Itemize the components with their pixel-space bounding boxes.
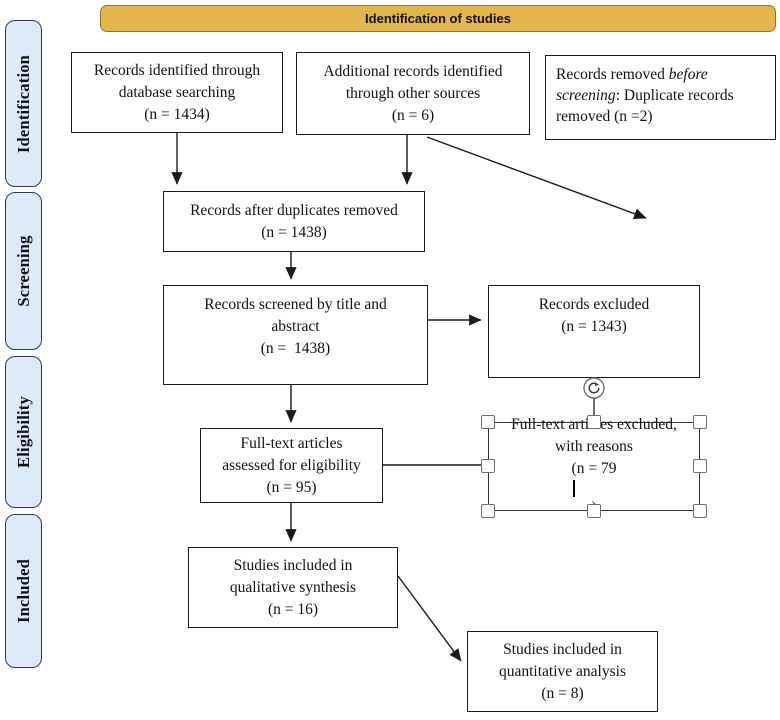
box-text-line: database searching (118, 83, 236, 101)
box-text-line: Records screened by title and (204, 296, 387, 313)
box-text-line: Studies included in (233, 556, 353, 574)
box-additional-records[interactable]: Additional records identified through ot… (296, 52, 530, 135)
resize-handle-middle-left[interactable] (481, 459, 495, 473)
box-records-removed-before-screening[interactable]: Records removed before screening: Duplic… (545, 55, 776, 140)
rotate-handle[interactable] (583, 377, 605, 399)
box-text-line: (n = 95) (266, 478, 317, 496)
box-records-excluded[interactable]: Records excluded (n = 1343) (488, 285, 700, 378)
box-text-line: (n = 8) (541, 684, 584, 702)
banner-identification-of-studies[interactable]: Identification of studies (100, 5, 776, 32)
box-text-line: (n = 6) (391, 106, 435, 124)
resize-handle-bottom-middle[interactable] (587, 504, 601, 518)
box-fulltext-excluded-selected[interactable]: Full-text articles excluded, with reason… (488, 416, 700, 516)
resize-handle-top-left[interactable] (481, 415, 495, 429)
box-after-duplicates-removed[interactable]: Records after duplicates removed (n = 14… (163, 191, 425, 252)
box-records-identified[interactable]: Records identified through database sear… (71, 52, 283, 133)
box-text-line: Records excluded (538, 296, 650, 313)
box-qualitative-synthesis[interactable]: Studies included in qualitative synthesi… (188, 547, 398, 628)
box-text-line: Records after duplicates removed (190, 201, 398, 219)
resize-handle-top-middle[interactable] (587, 415, 601, 429)
resize-handle-middle-right[interactable] (693, 459, 707, 473)
box-text-segment: Records removed (556, 66, 669, 83)
arrow-qualitative-to-quantitative (397, 575, 462, 662)
box-quantitative-analysis[interactable]: Studies included in quantitative analysi… (467, 631, 658, 712)
sidebar-item-eligibility[interactable]: Eligibility (5, 356, 42, 508)
box-text-line: with reasons (555, 438, 633, 455)
box-text-line: Full-text articles (240, 434, 343, 452)
box-text-line: Additional records identified (323, 62, 503, 80)
box-text-line: (n = 1434) (144, 105, 210, 123)
box-text-segment: (n = 79 (571, 460, 617, 477)
box-text-line: assessed for eligibility (222, 456, 361, 474)
box-text-line: abstract (271, 318, 320, 335)
resize-handle-top-right[interactable] (693, 415, 707, 429)
box-text-line: Records identified through (93, 61, 261, 79)
box-text-line: (n = 1343) (561, 318, 627, 335)
box-text-line: (n = 16) (267, 600, 319, 618)
box-text-line: through other sources (345, 84, 481, 102)
box-text-italic-segment: before screening (556, 66, 708, 104)
resize-handle-bottom-right[interactable] (693, 504, 707, 518)
box-text-line: (n = 1438) (260, 340, 331, 357)
arrow-diagonal-removed (426, 136, 647, 220)
box-records-screened[interactable]: Records screened by title and abstract (… (163, 285, 428, 385)
sidebar-item-included[interactable]: Included (5, 514, 42, 668)
box-text-line: (n = 1438) (261, 223, 327, 241)
sidebar-item-screening[interactable]: Screening (5, 192, 42, 350)
banner-label: Identification of studies (365, 11, 511, 26)
box-text-line: qualitative synthesis (229, 578, 357, 596)
text-cursor (572, 480, 575, 497)
box-text-line: Studies included in (503, 640, 622, 658)
rotate-handle-stem (593, 398, 595, 423)
rotate-clockwise-icon (583, 377, 605, 399)
box-text-segment: : Duplicate records removed (n =2) (556, 87, 734, 125)
box-text-line: quantitative analysis (499, 662, 626, 680)
resize-handle-bottom-left[interactable] (481, 504, 495, 518)
sidebar-item-identification[interactable]: Identification (5, 20, 42, 187)
box-fulltext-assessed[interactable]: Full-text articles assessed for eligibil… (200, 428, 383, 503)
